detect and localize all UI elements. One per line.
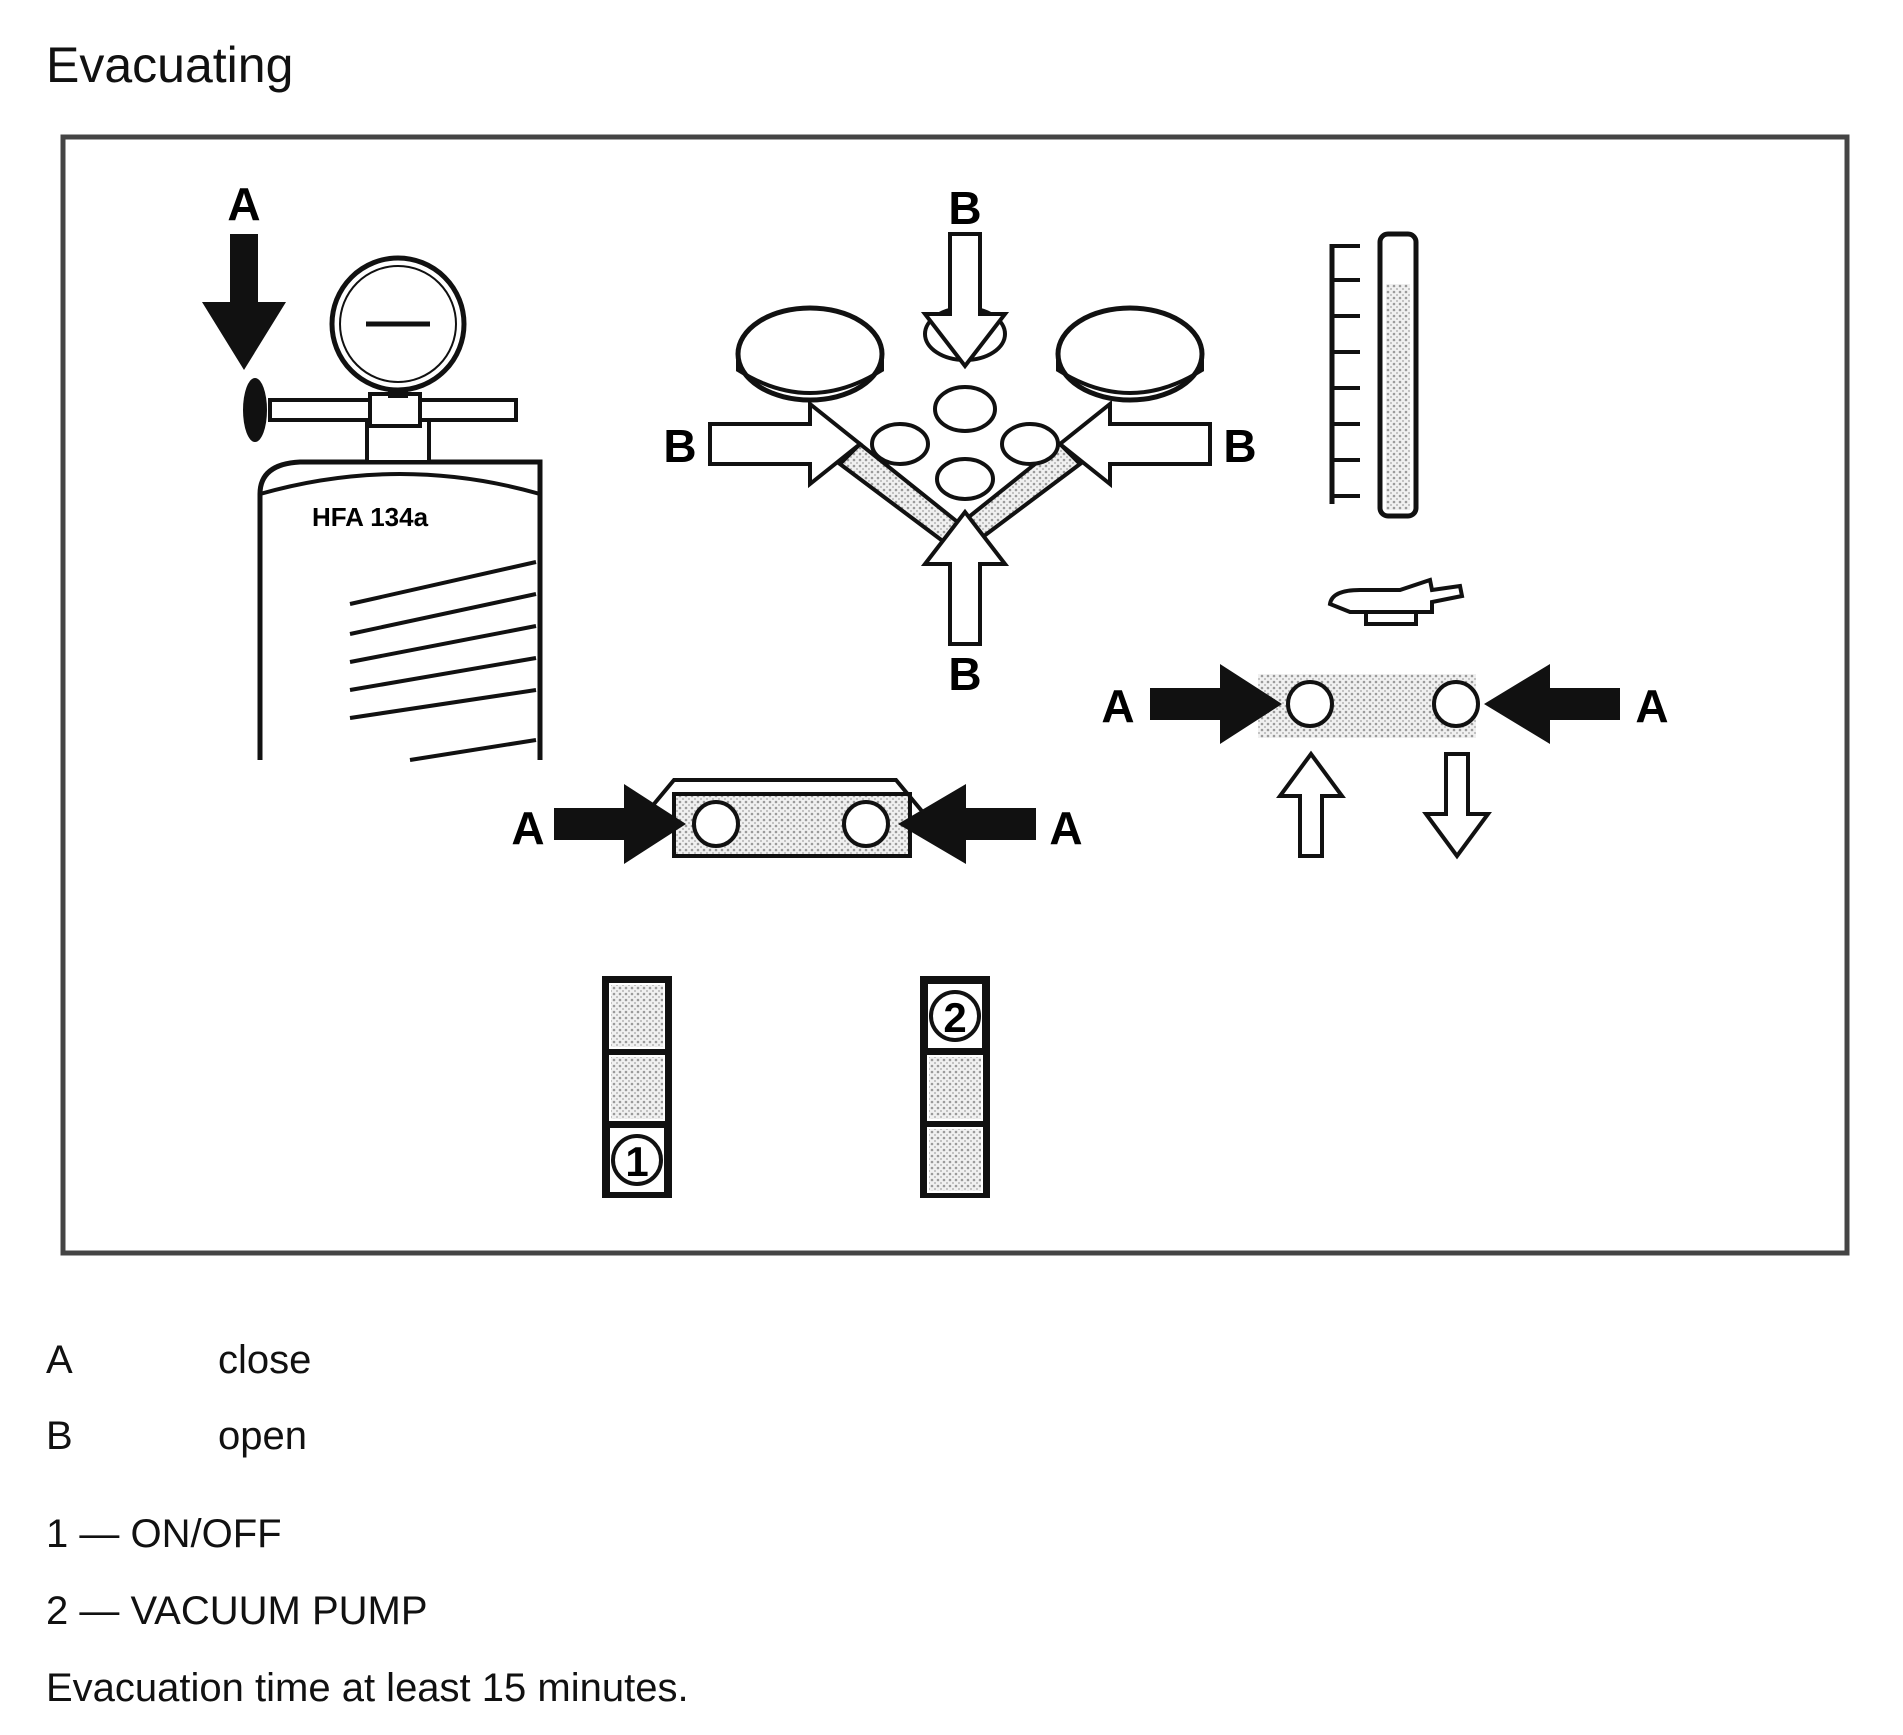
letter-a: A (1101, 680, 1134, 732)
button-number-2: 2 (943, 994, 966, 1041)
legend-value: close (218, 1338, 312, 1382)
legend-key: B (46, 1414, 73, 1458)
button-column-onoff: 1 (602, 976, 672, 1198)
legend-value: open (218, 1414, 307, 1458)
pressure-gauge (243, 255, 518, 464)
letter-a: A (1635, 680, 1668, 732)
letter-b-top: B (948, 182, 981, 234)
instruction-text: Evacuation time at least 15 minutes. (46, 1666, 689, 1710)
cylinder-label: HFA 134a (312, 502, 429, 532)
letter-b-left: B (663, 420, 696, 472)
letter-a: A (511, 802, 544, 854)
evacuation-diagram: HFA 134a A B B B B (60, 134, 1850, 1256)
letter-b-bottom: B (948, 648, 981, 700)
note-item-1: 1 — ON/OFF (46, 1512, 282, 1556)
letter-a: A (1049, 802, 1082, 854)
note-item-2: 2 — VACUUM PUMP (46, 1589, 428, 1633)
arrow-a-close-valve: A (202, 178, 286, 370)
level-scale (1329, 231, 1419, 519)
refrigerant-cylinder: HFA 134a (257, 459, 543, 762)
manifold-gauges-open: B B B B (663, 182, 1256, 700)
manifold-valves-closed: A A (511, 778, 1083, 864)
diagram-frame (60, 134, 1850, 1256)
button-column-vacuum-pump: 2 (920, 976, 990, 1198)
page-title: Evacuating (46, 37, 294, 93)
button-number-1: 1 (625, 1138, 648, 1185)
legend-key: A (46, 1338, 73, 1382)
letter-a: A (227, 178, 260, 230)
letter-b-right: B (1223, 420, 1256, 472)
oil-injection-block: A A (1101, 577, 1669, 860)
